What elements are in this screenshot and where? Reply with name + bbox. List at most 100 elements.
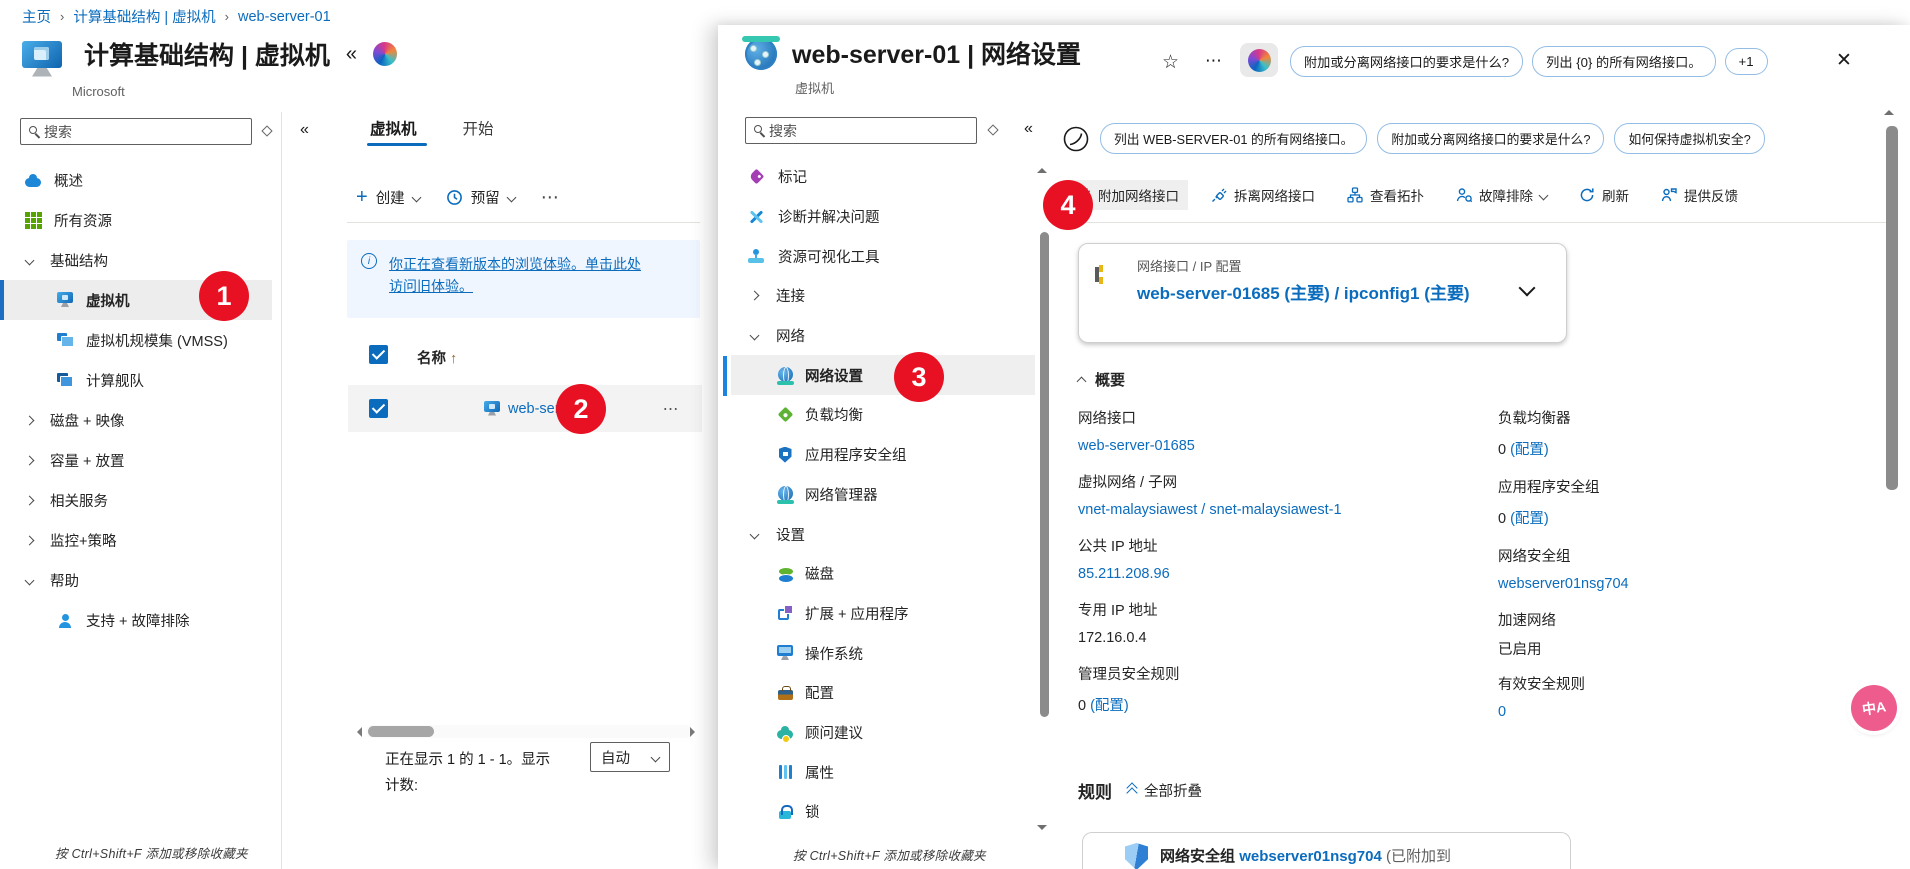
copilot-button[interactable] xyxy=(1240,43,1278,77)
nic-ipconfig-card[interactable]: 网络接口 / IP 配置 web-server-01685 (主要) / ipc… xyxy=(1078,243,1567,343)
more-commands-button[interactable]: ⋯ xyxy=(540,187,559,207)
sidebar-scrollbar-thumb[interactable] xyxy=(1040,232,1049,717)
column-header-name[interactable]: 名称 ↑ xyxy=(417,351,458,367)
breadcrumb-compute[interactable]: 计算基础结构 | 虚拟机 xyxy=(73,10,216,26)
vm-icon xyxy=(483,400,501,418)
copilot-chip[interactable]: 列出 {0} 的所有网络接口。 xyxy=(1532,46,1716,77)
sidebar-item-vmss[interactable]: 虚拟机规模集 (VMSS) xyxy=(0,320,272,360)
sidebar-item-advisor[interactable]: 顾问建议 xyxy=(731,713,1035,753)
troubleshoot-button[interactable]: 故障排除 xyxy=(1447,180,1556,210)
panel-search-input[interactable] xyxy=(769,122,968,139)
detach-network-interface-button[interactable]: 拆离网络接口 xyxy=(1202,180,1324,210)
row-checkbox[interactable] xyxy=(369,399,388,418)
search-toggle-icon[interactable] xyxy=(261,125,273,137)
sidebar-item-diagnose[interactable]: 诊断并解决问题 xyxy=(731,197,1035,237)
sidebar-item-disks[interactable]: 磁盘 xyxy=(731,554,1035,594)
topology-icon xyxy=(1347,187,1363,203)
sidebar-item-network-settings[interactable]: 网络设置 xyxy=(731,355,1035,396)
banner-link-line1[interactable]: 你正在查看新版本的浏览体验。单击此处 xyxy=(389,256,641,272)
copilot-chip-more[interactable]: +1 xyxy=(1724,48,1768,75)
sidebar-item-compute-fleet[interactable]: 计算舰队 xyxy=(0,360,272,400)
value-link[interactable]: 85.211.208.96 xyxy=(1078,566,1170,582)
sidebar-item-all-resources[interactable]: 所有资源 xyxy=(0,200,272,240)
value-link[interactable]: web-server-01685 xyxy=(1078,438,1195,454)
scroll-right-arrow[interactable] xyxy=(690,727,700,737)
favorite-star-button[interactable]: ☆ xyxy=(1162,52,1180,73)
tab-get-started[interactable]: 开始 xyxy=(462,121,494,138)
sidebar-item-tags[interactable]: 标记 xyxy=(731,157,1035,197)
value-link[interactable]: (配置) xyxy=(1510,511,1549,527)
sidebar-group-help[interactable]: 帮助 xyxy=(0,560,272,600)
copilot-icon[interactable] xyxy=(373,42,398,66)
content-scrollbar-thumb[interactable] xyxy=(1886,126,1898,490)
value-link[interactable]: 0 xyxy=(1498,704,1507,720)
row-more-button[interactable]: ⋯ xyxy=(662,400,680,418)
reserve-button[interactable]: 预留 xyxy=(446,187,517,208)
feedback-button[interactable]: 提供反馈 xyxy=(1652,180,1747,210)
chevron-right-icon xyxy=(24,535,35,545)
breadcrumb-vm[interactable]: web-server-01 xyxy=(238,8,331,25)
create-button[interactable]: + 创建 xyxy=(356,186,422,209)
tag-icon xyxy=(747,168,765,186)
refresh-button[interactable]: 刷新 xyxy=(1570,180,1638,210)
sidebar-item-resource-visualizer[interactable]: 资源可视化工具 xyxy=(731,236,1035,276)
nsg-card[interactable]: 网络安全组 webserver01nsg704 (已附加到 xyxy=(1082,832,1571,869)
select-all-checkbox[interactable] xyxy=(369,345,388,364)
search-toggle-icon[interactable] xyxy=(987,124,999,136)
sidebar-group-infrastructure[interactable]: 基础结构 xyxy=(0,240,272,280)
collapse-panel-menu-button[interactable]: « xyxy=(1024,120,1033,137)
collapse-blade-button[interactable]: « xyxy=(345,43,358,65)
sidebar-item-network-manager[interactable]: 网络管理器 xyxy=(731,475,1035,515)
sidebar-group-related-services[interactable]: 相关服务 xyxy=(0,480,272,520)
sidebar-item-asg[interactable]: 应用程序安全组 xyxy=(731,435,1035,475)
tab-virtual-machines[interactable]: 虚拟机 xyxy=(370,121,417,138)
sidebar-group-connect[interactable]: 连接 xyxy=(731,276,1035,316)
copilot-suggestion-chip[interactable]: 附加或分离网络接口的要求是什么? xyxy=(1377,123,1605,154)
collapse-all-button[interactable]: 全部折叠 xyxy=(1126,780,1202,801)
horizontal-scrollbar-track[interactable] xyxy=(366,725,692,738)
sidebar-item-locks[interactable]: 锁 xyxy=(731,792,1035,832)
nsg-name-link[interactable]: webserver01nsg704 xyxy=(1239,848,1382,865)
sidebar-item-load-balancing[interactable]: 负载均衡 xyxy=(731,395,1035,435)
sidebar-item-overview[interactable]: 概述 xyxy=(0,160,272,200)
essentials-header[interactable]: 概要 xyxy=(1076,369,1125,390)
horizontal-scrollbar-thumb[interactable] xyxy=(368,726,434,737)
close-panel-button[interactable]: ✕ xyxy=(1836,50,1852,71)
sidebar-group-capacity-placement[interactable]: 容量 + 放置 xyxy=(0,440,272,480)
sidebar-scroll-up-arrow[interactable] xyxy=(1037,163,1047,173)
sidebar-scroll-down-arrow[interactable] xyxy=(1037,825,1047,835)
browse-search-input[interactable] xyxy=(44,123,243,140)
sidebar-group-settings[interactable]: 设置 xyxy=(731,514,1035,554)
table-row[interactable]: web-server-01 ⋯ xyxy=(348,385,702,432)
copilot-suggestion-chip[interactable]: 如何保持虚拟机安全? xyxy=(1614,123,1765,154)
content-scroll-up-arrow[interactable] xyxy=(1884,105,1894,115)
panel-search-input-box[interactable] xyxy=(745,117,977,144)
selected-item-indicator xyxy=(723,356,727,396)
banner-link-line2[interactable]: 访问旧体验。 xyxy=(389,278,473,294)
sidebar-group-monitoring-policy[interactable]: 监控+策略 xyxy=(0,520,272,560)
browse-search-input-box[interactable] xyxy=(20,118,252,145)
translate-fab[interactable]: 中A xyxy=(1851,685,1897,731)
breadcrumb-home[interactable]: 主页 xyxy=(22,10,51,26)
sidebar-item-properties[interactable]: 属性 xyxy=(731,752,1035,792)
copilot-chip[interactable]: 附加或分离网络接口的要求是什么? xyxy=(1290,46,1524,77)
value-link[interactable]: (配置) xyxy=(1090,698,1129,714)
nic-ipconfig-link[interactable]: web-server-01685 (主要) / ipconfig1 (主要) xyxy=(1137,284,1470,303)
sidebar-item-extensions[interactable]: 扩展 + 应用程序 xyxy=(731,594,1035,634)
field-vnet-subnet: 虚拟网络 / 子网 vnet-malaysiawest / snet-malay… xyxy=(1078,475,1342,518)
copilot-suggestion-chip[interactable]: 列出 WEB-SERVER-01 的所有网络接口。 xyxy=(1100,123,1368,154)
collapse-menu-button[interactable]: « xyxy=(300,121,309,138)
chevron-down-icon[interactable] xyxy=(1518,279,1536,297)
sidebar-group-networking[interactable]: 网络 xyxy=(731,316,1035,356)
value-link[interactable]: vnet-malaysiawest / snet-malaysiawest-1 xyxy=(1078,502,1342,518)
value-link[interactable]: (配置) xyxy=(1510,442,1549,458)
scroll-left-arrow[interactable] xyxy=(352,727,362,737)
view-topology-button[interactable]: 查看拓扑 xyxy=(1338,180,1433,210)
sidebar-item-configuration[interactable]: 配置 xyxy=(731,673,1035,713)
value-link[interactable]: webserver01nsg704 xyxy=(1498,576,1629,592)
sidebar-item-operating-system[interactable]: 操作系统 xyxy=(731,633,1035,673)
page-size-select[interactable]: 自动 xyxy=(590,742,670,772)
panel-more-button[interactable]: ⋯ xyxy=(1205,51,1222,70)
sidebar-group-disks-images[interactable]: 磁盘 + 映像 xyxy=(0,400,272,440)
sidebar-item-support-troubleshoot[interactable]: 支持 + 故障排除 xyxy=(0,600,272,640)
